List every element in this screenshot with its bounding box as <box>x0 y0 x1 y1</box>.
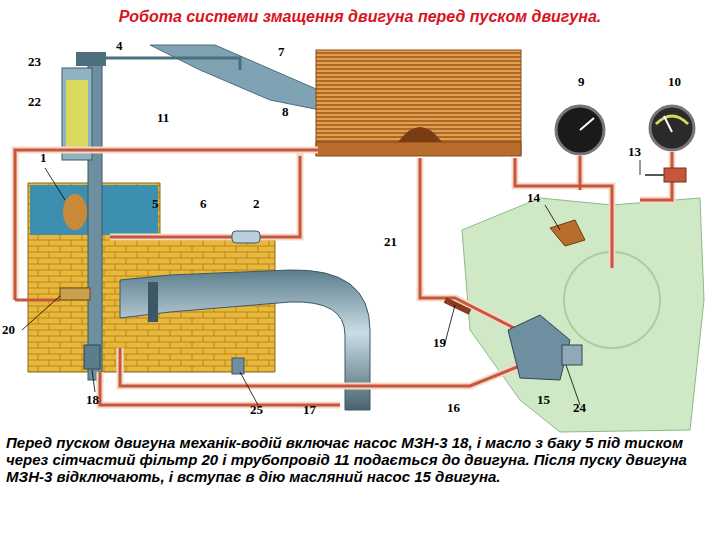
engine-outline <box>462 198 704 432</box>
callout-number: 17 <box>303 402 316 418</box>
caption: Перед пуском двигуна механік-водій включ… <box>6 434 718 485</box>
tank-filler <box>63 194 87 230</box>
mesh-filter <box>60 288 90 300</box>
radiator-base <box>316 142 521 156</box>
callout-number: 24 <box>573 400 586 416</box>
temperature-gauge <box>650 106 694 150</box>
valve-25 <box>232 358 244 374</box>
sensor-13 <box>664 168 686 182</box>
leader-line <box>22 160 640 405</box>
callout-number: 7 <box>278 44 285 60</box>
valve-19 <box>445 300 470 312</box>
pipe-outline <box>15 150 672 405</box>
radiator-core <box>398 127 442 142</box>
filter-cap <box>76 52 106 66</box>
gauge-scale <box>656 116 688 124</box>
gauge-needle <box>664 116 672 132</box>
pressure-gauge <box>556 106 604 154</box>
air-duct <box>150 45 330 112</box>
callout-number: 18 <box>86 392 99 408</box>
pump-housing <box>562 345 582 365</box>
filter-line <box>15 299 60 302</box>
pump-18 <box>84 345 100 369</box>
callout-number: 1 <box>40 150 47 166</box>
gauge-needle <box>580 118 594 130</box>
title: Робота системи змащення двигуна перед пу… <box>0 8 720 26</box>
breather-filter <box>62 68 92 160</box>
callout-number: 14 <box>527 190 540 206</box>
callout-number: 25 <box>250 402 263 418</box>
callout-number: 19 <box>433 335 446 351</box>
callout-number: 15 <box>537 392 550 408</box>
callout-number: 9 <box>578 74 585 90</box>
pipe-flange <box>148 282 158 322</box>
filter-2 <box>232 231 260 243</box>
callout-number: 13 <box>628 144 641 160</box>
callout-number: 8 <box>282 104 289 120</box>
callout-number: 5 <box>152 196 159 212</box>
callout-number: 23 <box>28 54 41 70</box>
callout-number: 22 <box>28 94 41 110</box>
oil-radiator <box>316 50 521 155</box>
callout-number: 21 <box>384 234 397 250</box>
callout-number: 2 <box>253 196 260 212</box>
sensor-14 <box>550 220 585 246</box>
oil-line <box>15 150 672 405</box>
tube-7 <box>106 58 240 70</box>
sensor-wire <box>645 174 664 176</box>
callout-number: 4 <box>116 38 123 54</box>
callout-number: 20 <box>2 322 15 338</box>
callout-number: 6 <box>200 196 207 212</box>
filter-element <box>66 80 88 150</box>
callout-number: 16 <box>447 400 460 416</box>
callout-number: 11 <box>157 110 169 126</box>
callout-number: 10 <box>668 74 681 90</box>
oil-pump-15 <box>508 315 570 380</box>
